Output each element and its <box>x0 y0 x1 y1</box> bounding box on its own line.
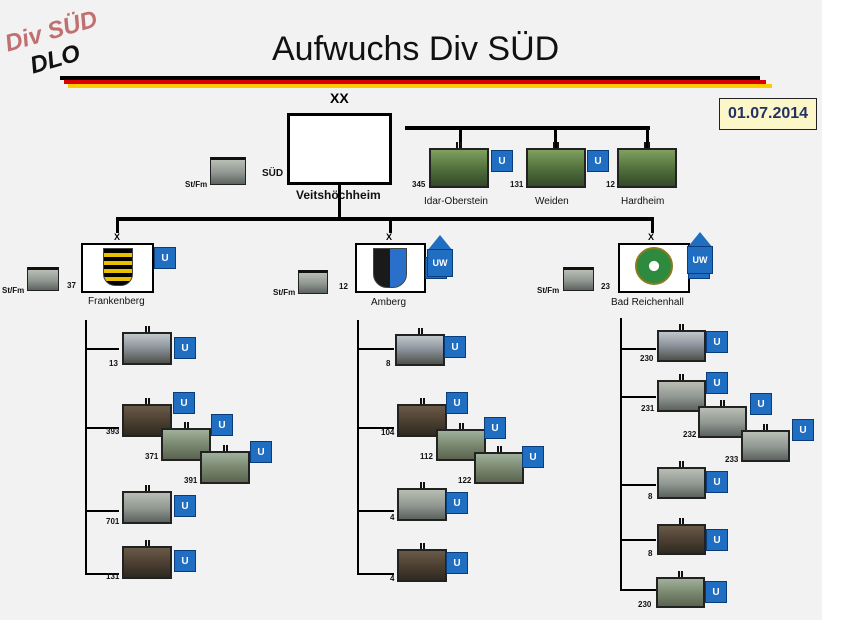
flag-stripe-black <box>60 76 760 80</box>
battalion-8-amberg-photo <box>395 328 445 366</box>
org-chart: Div SÜD DLO Aufwuchs Div SÜD 01.07.2014 … <box>0 0 822 620</box>
brigade-number-37: 37 <box>67 281 76 290</box>
battalion-number-13: 13 <box>109 359 118 368</box>
u-badge-battalion-230a: U <box>706 331 728 353</box>
brigade-number-23: 23 <box>601 282 610 291</box>
battalion-8b-photo <box>657 461 706 499</box>
u-badge-345: U <box>491 150 513 172</box>
u-badge-battalion-371: U <box>211 414 233 436</box>
uw-badge-brigade-23: UW <box>687 232 713 274</box>
div-troops-line <box>405 126 650 130</box>
division-hq-box <box>287 113 392 185</box>
brigade-name-bad-reichenhall: Bad Reichenhall <box>611 297 684 308</box>
u-badge-battalion-232: U <box>750 393 772 415</box>
echelon-x-icon-23: X <box>648 232 655 242</box>
battalion-number-232: 232 <box>683 430 697 439</box>
brigade-line <box>116 217 654 221</box>
battalion-number-391: 391 <box>184 476 198 485</box>
unit-number-12-hardheim: 12 <box>606 180 615 189</box>
battalion-number-8c: 8 <box>648 549 653 558</box>
u-badge-battalion-233: U <box>792 419 814 441</box>
battalion-232-photo <box>698 400 747 438</box>
unit-name-hardheim: Hardheim <box>621 196 665 207</box>
u-badge-battalion-231: U <box>706 372 728 394</box>
brigade-name-frankenberg: Frankenberg <box>88 296 145 307</box>
u-badge-battalion-122: U <box>522 446 544 468</box>
u-badge-battalion-4b: U <box>446 552 468 574</box>
u-badge-battalion-8b: U <box>706 471 728 493</box>
brigade-12-staff-label: St/Fm <box>273 288 296 297</box>
unit-number-345: 345 <box>412 180 426 189</box>
div-troop-photo-12 <box>617 142 677 188</box>
brigade-12-staff-photo <box>298 270 328 294</box>
u-badge-battalion-230b: U <box>705 581 727 603</box>
echelon-x-icon-37: X <box>114 232 121 242</box>
brigade-23-staff-photo <box>563 267 594 291</box>
u-badge-battalion-701: U <box>174 495 196 517</box>
coat-of-arms-bavaria-icon <box>373 248 407 288</box>
battalion-number-131: 131 <box>106 572 120 581</box>
u-badge-battalion-8c: U <box>706 529 728 551</box>
unit-name-weiden: Weiden <box>535 196 569 207</box>
battalion-number-371: 371 <box>145 452 159 461</box>
u-badge-battalion-393: U <box>173 392 195 414</box>
div-troop-photo-131 <box>526 142 586 188</box>
battalion-number-233: 233 <box>725 455 739 464</box>
battalion-131-photo <box>122 540 172 579</box>
battalion-13-photo <box>122 326 172 365</box>
battalion-122-photo <box>474 446 524 484</box>
battalion-231-photo <box>657 374 706 412</box>
echelon-xx-icon: XX <box>330 90 349 106</box>
battalion-391-photo <box>200 445 250 484</box>
u-badge-battalion-4a: U <box>446 492 468 514</box>
battalion-number-8b: 8 <box>648 492 653 501</box>
battalion-number-8-amberg: 8 <box>386 359 391 368</box>
u-badge-battalion-131: U <box>174 550 196 572</box>
battalion-number-230b: 230 <box>638 600 652 609</box>
battalion-number-393: 393 <box>106 427 120 436</box>
unit-name-idar-oberstein: Idar-Oberstein <box>424 196 488 207</box>
u-badge-battalion-391: U <box>250 441 272 463</box>
division-stem <box>338 185 341 220</box>
battalion-230a-photo <box>657 324 706 362</box>
battalion-number-122: 122 <box>458 476 472 485</box>
division-staff-label: St/Fm <box>185 180 208 189</box>
division-prefix: SÜD <box>262 168 284 179</box>
edelweiss-emblem-icon <box>635 247 673 285</box>
battalion-8c-photo <box>657 518 706 555</box>
division-staff-photo <box>210 157 246 185</box>
echelon-x-icon-12: X <box>386 232 393 242</box>
u-badge-brigade-37: U <box>154 247 176 269</box>
flag-stripe-gold <box>68 84 772 88</box>
battalion-4b-photo <box>397 543 447 582</box>
date-badge: 01.07.2014 <box>719 98 817 130</box>
battalion-number-112: 112 <box>420 452 433 461</box>
u-badge-131-weiden: U <box>587 150 609 172</box>
brigade-37-staff-label: St/Fm <box>2 286 25 295</box>
brigade-23-staff-label: St/Fm <box>537 286 560 295</box>
div-troop-photo-345 <box>429 142 489 188</box>
coat-of-arms-saxony-icon <box>103 248 133 286</box>
battalion-701-photo <box>122 485 172 524</box>
brigade-37-staff-photo <box>27 267 59 291</box>
uw-badge-brigade-12: UW <box>427 235 453 277</box>
flag-stripe-red <box>64 80 766 84</box>
battalion-233-photo <box>741 424 790 462</box>
brigade-number-12: 12 <box>339 282 348 291</box>
u-badge-battalion-13: U <box>174 337 196 359</box>
u-badge-battalion-104: U <box>446 392 468 414</box>
battalion-230b-photo <box>656 571 705 608</box>
battalion-number-4b: 4 <box>390 574 395 583</box>
battalion-number-4a: 4 <box>390 513 395 522</box>
battalion-4a-photo <box>397 482 447 521</box>
page-title: Aufwuchs Div SÜD <box>272 30 560 68</box>
battalion-number-231: 231 <box>641 404 655 413</box>
battalion-number-230a: 230 <box>640 354 654 363</box>
unit-number-131-weiden: 131 <box>510 180 524 189</box>
u-badge-battalion-112: U <box>484 417 506 439</box>
battalion-number-104: 104 <box>381 428 395 437</box>
brigade-name-amberg: Amberg <box>371 297 407 308</box>
u-badge-battalion-8-amberg: U <box>444 336 466 358</box>
battalion-number-701: 701 <box>106 517 120 526</box>
